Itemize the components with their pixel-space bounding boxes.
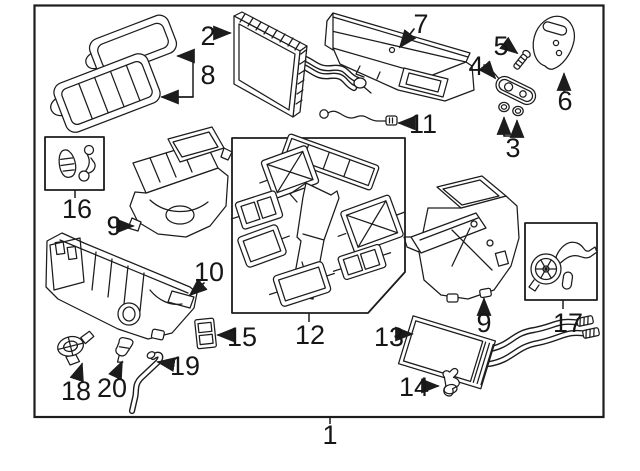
callout-9-right[interactable]: 9 (476, 297, 492, 338)
upper-duct (324, 12, 475, 102)
callout-label-10[interactable]: 10 (194, 257, 224, 287)
callout-1[interactable]: 1 (322, 417, 338, 450)
wire-harness (319, 109, 398, 126)
callout-label-18[interactable]: 18 (61, 376, 91, 406)
case-upper-left (127, 126, 233, 238)
filter-frame (50, 53, 161, 133)
callout-label-11[interactable]: 11 (409, 109, 437, 139)
callout-16[interactable]: 16 (62, 190, 92, 224)
heater-core (397, 315, 600, 390)
flat-door-bottom (269, 261, 335, 307)
callout-label-3[interactable]: 3 (505, 133, 520, 163)
callout-label-20[interactable]: 20 (97, 373, 127, 403)
callout-label-5[interactable]: 5 (493, 31, 508, 61)
door-tray (230, 190, 284, 230)
callout-17[interactable]: 17 (553, 300, 583, 338)
callout-12[interactable]: 12 (295, 313, 325, 350)
callout-7[interactable]: 7 (398, 9, 429, 49)
callout-label-19[interactable]: 19 (170, 351, 200, 381)
callout-11[interactable]: 11 (397, 109, 437, 139)
callout-label-12[interactable]: 12 (295, 320, 325, 350)
main-boundary-box (33, 4, 605, 419)
air-door-small (332, 243, 392, 281)
callout-19[interactable]: 19 (156, 351, 200, 381)
callout-label-6[interactable]: 6 (557, 86, 572, 116)
retainer-clip (442, 367, 460, 397)
callout-10[interactable]: 10 (188, 257, 224, 297)
callout-6[interactable]: 6 (556, 72, 573, 116)
callout-label-17[interactable]: 17 (553, 308, 583, 338)
case-upper-right (403, 175, 520, 303)
flat-door-left (237, 224, 290, 268)
case-lower-left (45, 232, 198, 341)
aspirator-fan (57, 330, 95, 366)
blower-resistor (194, 317, 217, 350)
callout-label-13[interactable]: 13 (374, 322, 404, 352)
clip-grommet (115, 337, 134, 363)
callout-label-8[interactable]: 8 (200, 60, 215, 90)
callout-8[interactable]: 8 (160, 48, 216, 105)
evaporator-core (233, 11, 372, 118)
o-ring-seals (498, 101, 524, 117)
callout-4[interactable]: 4 (468, 51, 497, 81)
callout-label-14[interactable]: 14 (399, 372, 429, 402)
callout-label-1[interactable]: 1 (322, 420, 337, 450)
callout-label-2[interactable]: 2 (200, 21, 215, 51)
callout-5[interactable]: 5 (493, 31, 519, 61)
air-door-kit-box (230, 133, 406, 314)
mounting-screw (513, 49, 531, 70)
callout-3[interactable]: 3 (496, 116, 525, 163)
callout-label-9-left[interactable]: 9 (106, 211, 121, 241)
filter-cover (85, 14, 178, 78)
callout-15[interactable]: 15 (216, 322, 257, 352)
callout-20[interactable]: 20 (97, 360, 127, 403)
pipe-joint-fitting (492, 71, 537, 106)
callout-label-7[interactable]: 7 (413, 9, 428, 39)
actuator-kit-box (524, 222, 598, 301)
sensor-kit-box (44, 136, 105, 191)
callout-9-left[interactable]: 9 (106, 211, 135, 241)
air-door-right (337, 194, 405, 254)
callout-label-4[interactable]: 4 (468, 51, 483, 81)
callout-label-9-right[interactable]: 9 (476, 308, 491, 338)
callout-2[interactable]: 2 (200, 21, 232, 51)
callout-14[interactable]: 14 (399, 372, 440, 402)
callout-label-16[interactable]: 16 (62, 194, 92, 224)
seal-gasket-plate (532, 15, 576, 70)
callout-13[interactable]: 13 (374, 322, 414, 352)
drain-hose (128, 351, 164, 415)
callout-18[interactable]: 18 (61, 362, 91, 406)
callout-label-15[interactable]: 15 (227, 322, 257, 352)
air-door-upper-left (259, 145, 320, 199)
